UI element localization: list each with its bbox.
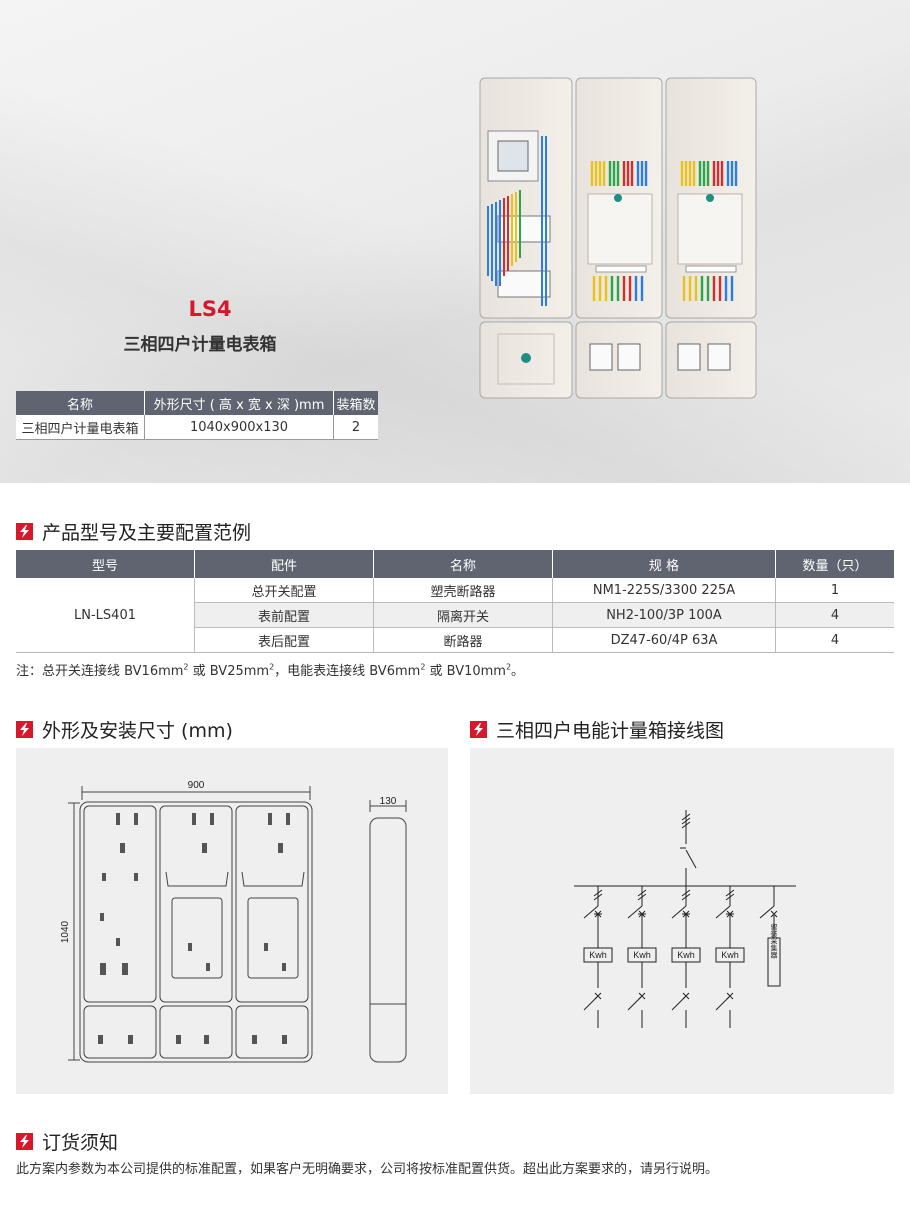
- product-model: LS4: [188, 297, 232, 321]
- depth-label: 130: [380, 796, 397, 807]
- meter-label: Kwh: [589, 950, 607, 960]
- config-qty: 1: [775, 578, 894, 603]
- table-row: 表前配置 隔离开关 NH2-100/3P 100A 4: [16, 602, 894, 628]
- order-title: 订货须知: [42, 1132, 119, 1154]
- config-header-part: 配件: [194, 550, 374, 578]
- config-spec: NH2-100/3P 100A: [552, 602, 776, 628]
- config-table: 型号 配件 名称 规 格 数量（只） LN-LS401 总开关配置 塑壳断路器 …: [16, 550, 894, 653]
- meter-label: Kwh: [633, 950, 651, 960]
- table-row: LN-LS401 总开关配置 塑壳断路器 NM1-225S/3300 225A …: [16, 578, 894, 653]
- lightning-icon: [16, 721, 33, 738]
- collector-label: 留装采集器: [770, 923, 778, 960]
- lightning-icon: [470, 721, 487, 738]
- config-header-spec: 规 格: [552, 550, 776, 578]
- wiring-section-title: 三相四户电能计量箱接线图: [470, 716, 724, 743]
- config-header-name: 名称: [373, 550, 553, 578]
- config-part: 表前配置: [194, 602, 374, 628]
- config-name: 断路器: [373, 627, 553, 653]
- config-spec: NM1-225S/3300 225A: [552, 578, 776, 603]
- config-header-qty: 数量（只）: [775, 550, 894, 578]
- config-title: 产品型号及主要配置范例: [42, 522, 252, 544]
- note-part: 。: [511, 664, 525, 679]
- spec-cell-name: 三相四户计量电表箱: [16, 415, 145, 440]
- config-part: 总开关配置: [194, 578, 374, 603]
- dimension-section-title: 外形及安装尺寸 (mm): [16, 716, 233, 743]
- wire-note: 注：总开关连接线 BV16mm2 或 BV25mm2，电能表连接线 BV6mm2…: [16, 660, 524, 679]
- config-header-model: 型号: [16, 550, 195, 578]
- meter-label: Kwh: [721, 950, 739, 960]
- table-row: 三相四户计量电表箱 1040x900x130 2: [16, 415, 378, 440]
- config-qty: 4: [775, 627, 894, 653]
- width-label: 900: [188, 780, 205, 791]
- spec-header-count: 装箱数: [333, 391, 378, 415]
- note-part: 或 BV10mm: [425, 664, 506, 679]
- config-name: 塑壳断路器: [373, 578, 553, 603]
- note-part: 或 BV25mm: [188, 664, 270, 679]
- spec-cell-size: 1040x900x130: [144, 415, 334, 440]
- config-part: 表后配置: [194, 627, 374, 653]
- config-qty: 4: [775, 602, 894, 628]
- meter-box-photo: [479, 77, 757, 399]
- note-sup: 2: [183, 662, 189, 672]
- meter-label: Kwh: [677, 950, 695, 960]
- config-model-cell: LN-LS401: [16, 578, 195, 653]
- wiring-diagram: Kwh Kwh Kwh Kwh 留装采集器: [574, 810, 796, 1028]
- spec-cell-count: 2: [333, 415, 378, 440]
- spec-header-size: 外形尺寸 ( 高 x 宽 x 深 )mm: [144, 391, 334, 415]
- config-section-title: 产品型号及主要配置范例: [16, 518, 251, 545]
- config-name: 隔离开关: [373, 602, 553, 628]
- wiring-title: 三相四户电能计量箱接线图: [496, 720, 725, 742]
- lightning-icon: [16, 523, 33, 540]
- table-row: 表后配置 断路器 DZ47-60/4P 63A 4: [16, 627, 894, 653]
- note-sup: 2: [505, 662, 512, 672]
- spec-table: 名称 外形尺寸 ( 高 x 宽 x 深 )mm 装箱数 三相四户计量电表箱 10…: [16, 391, 378, 440]
- wiring-diagram-panel: Kwh Kwh Kwh Kwh 留装采集器: [470, 748, 894, 1094]
- order-section-title: 订货须知: [16, 1128, 118, 1155]
- height-label: 1040: [60, 920, 71, 943]
- dimension-drawing: 900 1040 130: [60, 780, 407, 1063]
- order-text: 此方案内参数为本公司提供的标准配置，如果客户无明确要求，公司将按标准配置供货。超…: [16, 1162, 719, 1177]
- dimension-title: 外形及安装尺寸 (mm): [42, 720, 233, 742]
- note-part: ，电能表连接线 BV6mm: [274, 664, 421, 679]
- note-sup: 2: [269, 662, 275, 672]
- product-name: 三相四户计量电表箱: [123, 335, 277, 355]
- note-part: 注：总开关连接线 BV16mm: [16, 664, 184, 679]
- spec-header-name: 名称: [16, 391, 145, 415]
- dimension-drawing-panel: 900 1040 130: [16, 748, 448, 1094]
- config-spec: DZ47-60/4P 63A: [552, 627, 776, 653]
- note-sup: 2: [420, 662, 426, 672]
- hero-banner: LS4 三相四户计量电表箱 名称 外形尺寸 ( 高 x 宽 x 深 )mm 装箱…: [0, 0, 910, 483]
- lightning-icon: [16, 1133, 33, 1150]
